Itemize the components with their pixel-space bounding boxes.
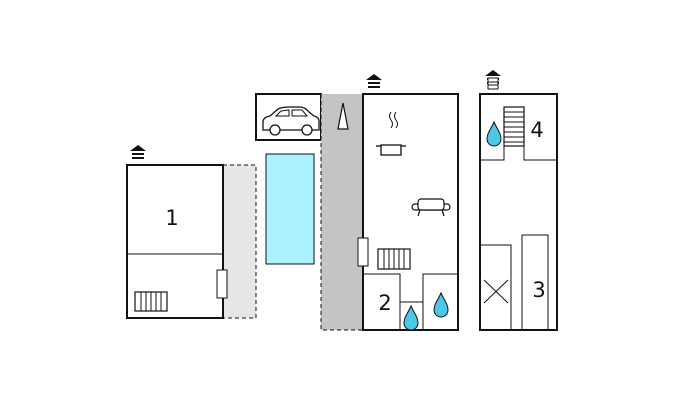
swimming-pool: [265, 153, 315, 265]
walkway-outline: [320, 94, 363, 331]
walkway: [320, 94, 363, 331]
lower-room-wall-left: [480, 244, 512, 330]
stairs-icon: [503, 106, 525, 147]
storage-cross-icon: [483, 279, 509, 304]
building-1: 1: [126, 145, 257, 319]
upper-room-wall-left: [480, 146, 505, 161]
house-entrance-icon: [130, 145, 146, 159]
room-number-1: 1: [165, 206, 178, 230]
building-3: 4 3: [479, 70, 558, 331]
car-icon: [262, 106, 320, 136]
lower-room-wall-right: [521, 234, 549, 330]
radiator-icon: [377, 248, 411, 270]
upper-room-wall-right: [523, 146, 557, 161]
radiator-icon: [134, 291, 168, 312]
building-2: 2: [357, 74, 459, 331]
room-number-2: 2: [378, 291, 391, 315]
pool-area: [255, 93, 322, 265]
room-number-3: 3: [532, 278, 545, 302]
bathroom-wall-left: [363, 273, 401, 330]
tree-icon: [337, 102, 349, 130]
building-1-door: [216, 269, 228, 299]
terrace-path: [223, 165, 256, 318]
house-entrance-icon: [485, 70, 501, 90]
house-entrance-icon: [366, 74, 382, 88]
building-2-door: [357, 237, 369, 267]
room-number-4: 4: [530, 118, 543, 142]
bathroom-wall-right: [422, 273, 458, 330]
building-2-walls: [362, 93, 459, 331]
terrace-outline: [223, 164, 257, 319]
sofa-icon: [411, 198, 451, 217]
walkway-fill: [321, 94, 363, 330]
cooking-pot-icon: [376, 111, 406, 156]
